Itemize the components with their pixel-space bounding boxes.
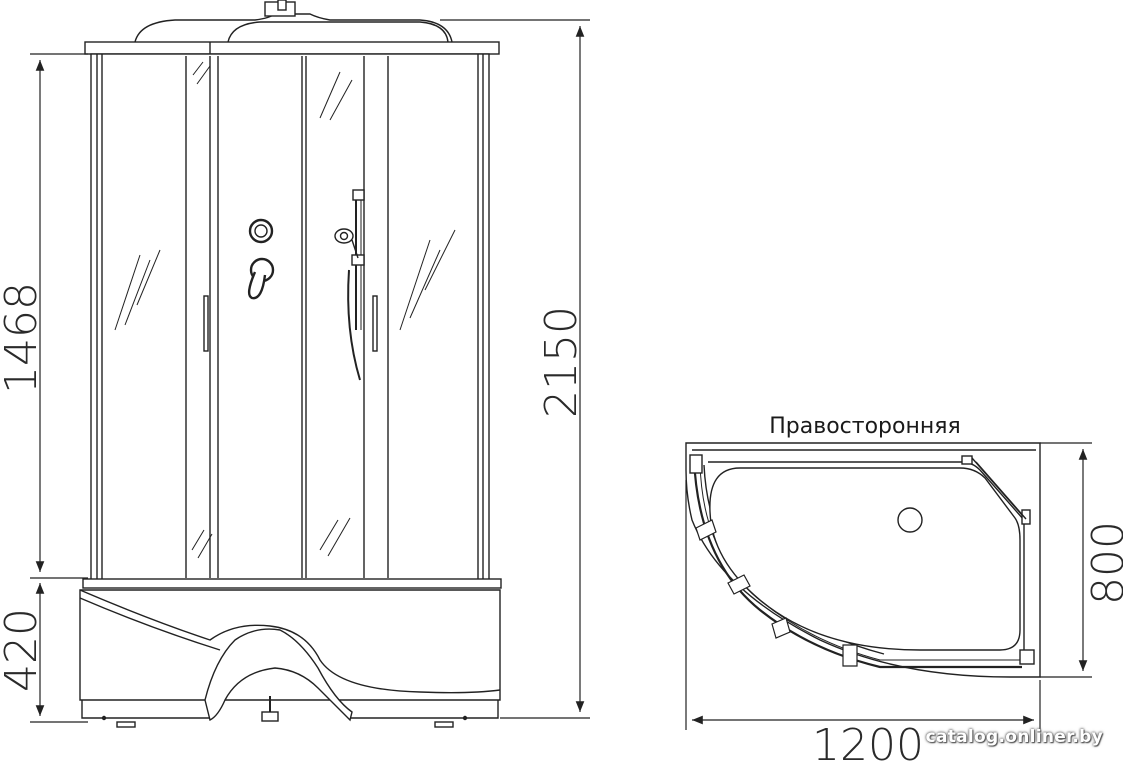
height-base-label: 420 (0, 608, 47, 692)
top-view-title: Правосторонняя (769, 414, 960, 439)
front-view (30, 0, 590, 728)
dimension-lines-top (685, 442, 1092, 730)
door-rollers (695, 519, 858, 667)
roof-dome (134, 0, 453, 43)
drain (897, 507, 923, 533)
height-total-label: 2150 (536, 306, 587, 418)
depth-label: 800 (1083, 521, 1123, 605)
shower-tray (79, 578, 502, 728)
basin (709, 467, 1021, 651)
top-view (685, 442, 1092, 730)
height-cabin-label: 1468 (0, 282, 47, 394)
width-label: 1200 (812, 720, 924, 761)
dimension-lines-front (30, 19, 590, 723)
roof-cap (84, 41, 500, 55)
cabin-frame (90, 53, 490, 581)
watermark: catalog.onliner.by (925, 727, 1103, 747)
door-handle-left (203, 295, 209, 352)
mixer-controls (247, 218, 275, 300)
door-handle-right (372, 295, 378, 352)
hand-shower (334, 189, 365, 381)
glass-reflections (114, 61, 456, 559)
